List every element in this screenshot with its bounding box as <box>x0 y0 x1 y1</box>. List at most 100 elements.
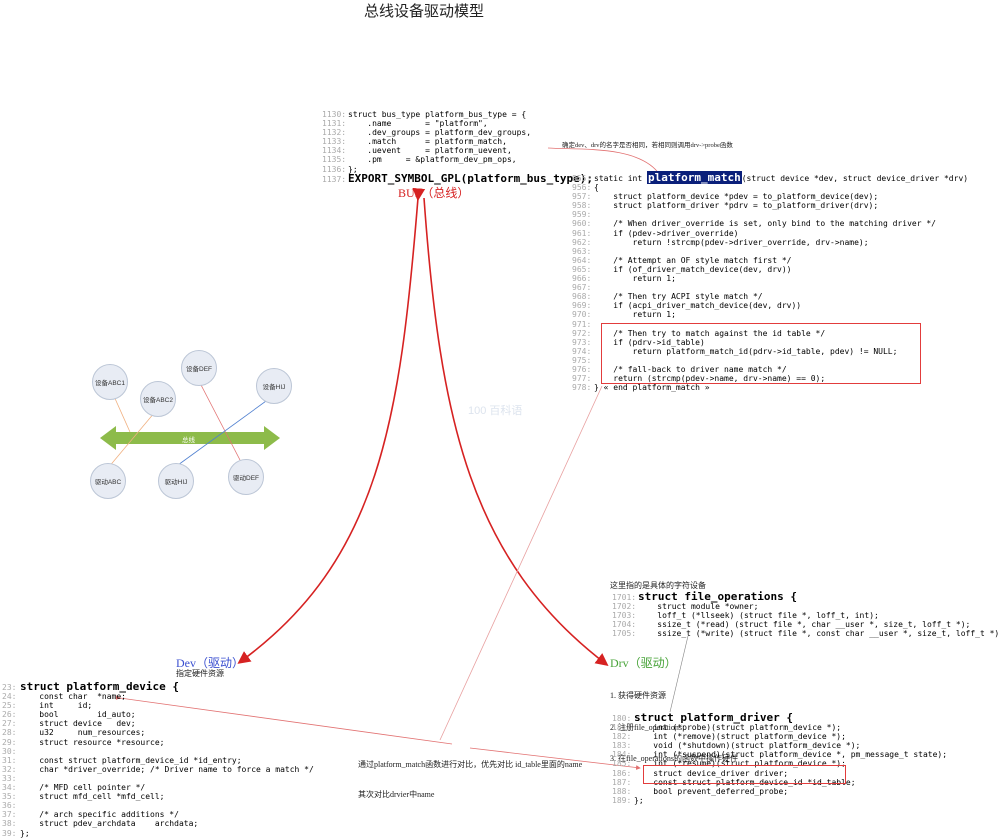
code-line: 973: if (pdrv->id_table) <box>572 338 968 347</box>
mini-device-def: 设备DEF <box>181 350 217 386</box>
bus-to-dev-arrow <box>237 187 426 664</box>
dev-caption: 指定硬件资源 <box>176 669 224 678</box>
code-line: 1704: ssize_t (*read) (struct file *, ch… <box>612 620 1000 629</box>
code-line: 1132: .dev_groups = platform_dev_groups, <box>322 128 593 137</box>
code-text: ssize_t (*write) (struct file *, const c… <box>638 629 1000 639</box>
line-number: 959: <box>572 210 592 220</box>
mini-link-abc2 <box>107 411 156 469</box>
code-line: 960: /* When driver_override is set, onl… <box>572 219 968 228</box>
code-text: /* arch specific additions */ <box>20 810 179 820</box>
line-number: 1131: <box>322 119 347 129</box>
code-text: return 1; <box>594 310 676 320</box>
code-line: 30: <box>2 747 314 756</box>
code-line: 34: /* MFD cell pointer */ <box>2 783 314 792</box>
line-number: 1134: <box>322 146 347 156</box>
compare-line-to-pdev <box>115 695 453 745</box>
drv-step-2: 2. 注册file_operations <box>610 722 682 732</box>
code-line: 185: int (*resume)(struct platform_devic… <box>612 759 947 768</box>
dev-label: Dev（驱动） <box>176 656 244 670</box>
code-text: static int platform_match(struct device … <box>594 171 969 184</box>
id-table-field-box <box>643 765 846 784</box>
code-line: 958: struct platform_driver *pdrv = to_p… <box>572 201 968 210</box>
drv-step-1: 1. 获得硬件资源 <box>610 691 666 700</box>
line-number: 180: <box>612 714 632 723</box>
code-text: struct file_operations { <box>638 590 797 603</box>
code-line: 38: struct pdev_archdata archdata; <box>2 819 314 828</box>
code-text: bool prevent_deferred_probe; <box>634 786 789 796</box>
code-text: bool id_auto; <box>20 710 136 720</box>
line-number: 189: <box>612 795 632 805</box>
code-text: void (*shutdown)(struct platform_device … <box>634 741 861 751</box>
platform-match-code: 955:static int platform_match(struct dev… <box>572 171 969 392</box>
drv-step-3: 3. 在file_operations的函数中操作硬件 <box>610 754 738 763</box>
code-line: 39:}; <box>2 829 314 838</box>
line-number: 1130: <box>322 110 347 119</box>
line-number: 972: <box>572 328 592 338</box>
line-number: 1701: <box>612 593 637 602</box>
code-text: struct mfd_cell *mfd_cell; <box>20 792 165 802</box>
code-line: 1135: .pm = &platform_dev_pm_ops, <box>322 155 593 164</box>
code-line: 956:{ <box>572 183 968 192</box>
code-text: }; <box>20 828 30 838</box>
fops-to-drv-line <box>669 635 689 713</box>
line-number: 187: <box>612 777 632 787</box>
code-line: 1131: .name = "platform", <box>322 119 593 128</box>
page-title: 总线设备驱动模型 <box>364 4 485 20</box>
compare-line-to-pdrv <box>469 747 641 770</box>
code-text: int (*suspend)(struct platform_device *,… <box>634 750 948 760</box>
line-number: 33: <box>2 773 17 783</box>
line-number: 1137: <box>322 174 347 184</box>
code-text: struct bus_type platform_bus_type = { <box>348 110 527 119</box>
code-text: .uevent = platform_uevent, <box>348 146 512 156</box>
code-line: 1134: .uevent = platform_uevent, <box>322 146 593 155</box>
code-line: 1702: struct module *owner; <box>612 602 1000 611</box>
code-line: 181: int (*probe)(struct platform_device… <box>612 723 947 732</box>
mini-driver-def: 驱动DEF <box>228 459 264 495</box>
line-number: 968: <box>572 292 592 302</box>
code-text: char *driver_override; /* Driver name to… <box>20 764 314 774</box>
line-number: 1703: <box>612 611 637 621</box>
match-note-line <box>547 147 661 176</box>
mini-bus-diagram <box>100 382 280 469</box>
mini-link-def <box>199 382 241 461</box>
code-line: 969: if (acpi_driver_match_device(dev, d… <box>572 301 968 310</box>
line-number: 183: <box>612 741 632 751</box>
code-line: 23:struct platform_device { <box>2 681 314 692</box>
code-line: 184: int (*suspend)(struct platform_devi… <box>612 750 947 759</box>
code-line: 966: return 1; <box>572 274 968 283</box>
line-number: 970: <box>572 310 592 320</box>
code-line: 977: return (strcmp(pdev->name, drv->nam… <box>572 374 968 383</box>
line-number: 961: <box>572 228 592 238</box>
line-number: 35: <box>2 792 17 802</box>
code-line: 33: <box>2 774 314 783</box>
code-line: 186: struct device_driver driver; <box>612 769 947 778</box>
line-number: 973: <box>572 337 592 347</box>
code-text: u32 num_resources; <box>20 728 146 738</box>
bus-type-code: 1130:struct bus_type platform_bus_type =… <box>322 110 593 184</box>
code-line: 1137:EXPORT_SYMBOL_GPL(platform_bus_type… <box>322 173 593 184</box>
code-line: 975: <box>572 356 968 365</box>
highlighted-function-name: platform_match <box>646 171 742 184</box>
code-text: .pm = &platform_dev_pm_ops, <box>348 155 517 165</box>
code-line: 25: int id; <box>2 701 314 710</box>
code-line: 1133: .match = platform_match, <box>322 137 593 146</box>
code-text: struct platform_driver { <box>634 711 793 724</box>
line-number: 965: <box>572 264 592 274</box>
code-line: 36: <box>2 801 314 810</box>
drv-label: Drv（驱动） <box>610 656 677 670</box>
code-line: 32: char *driver_override; /* Driver nam… <box>2 765 314 774</box>
code-line: 29: struct resource *resource; <box>2 738 314 747</box>
line-number: 24: <box>2 692 17 702</box>
mini-device-abc1: 设备ABC1 <box>92 364 128 400</box>
line-number: 38: <box>2 819 17 829</box>
line-number: 1132: <box>322 128 347 138</box>
platform-driver-code: 180:struct platform_driver {181: int (*p… <box>612 711 947 805</box>
code-text: if (acpi_driver_match_device(dev, drv)) <box>594 301 802 311</box>
code-text: if (pdrv->id_table) <box>594 337 705 347</box>
line-number: 1133: <box>322 137 347 147</box>
code-text: int (*remove)(struct platform_device *); <box>634 732 846 742</box>
code-text: .match = platform_match, <box>348 137 507 147</box>
line-number: 956: <box>572 183 592 193</box>
code-line: 963: <box>572 247 968 256</box>
